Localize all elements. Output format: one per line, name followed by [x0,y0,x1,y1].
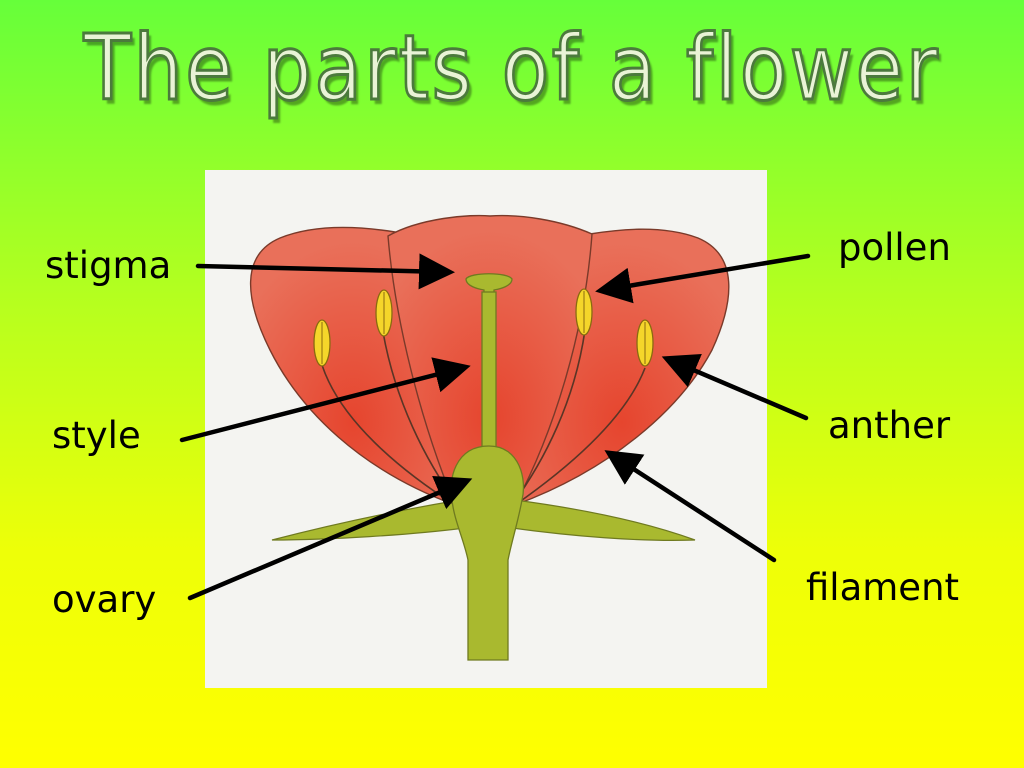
arrow-style [179,357,471,443]
label-anther: anther [828,404,951,447]
label-stigma: stigma [45,244,172,287]
sepal-right [511,499,696,541]
label-ovary: ovary [52,578,157,621]
label-style: style [52,414,141,457]
arrow-anther [661,354,809,421]
arrow-pollen [595,253,811,304]
stigma-shape [465,273,513,301]
style-shape [481,291,497,455]
arrow-ovary [187,475,473,601]
arrows [179,253,811,601]
slide-title: The parts of a flower [82,15,941,123]
label-filament: filament [806,566,960,609]
arrow-stigma [195,253,455,290]
arrow-filament [604,450,777,563]
label-pollen: pollen [838,226,951,269]
